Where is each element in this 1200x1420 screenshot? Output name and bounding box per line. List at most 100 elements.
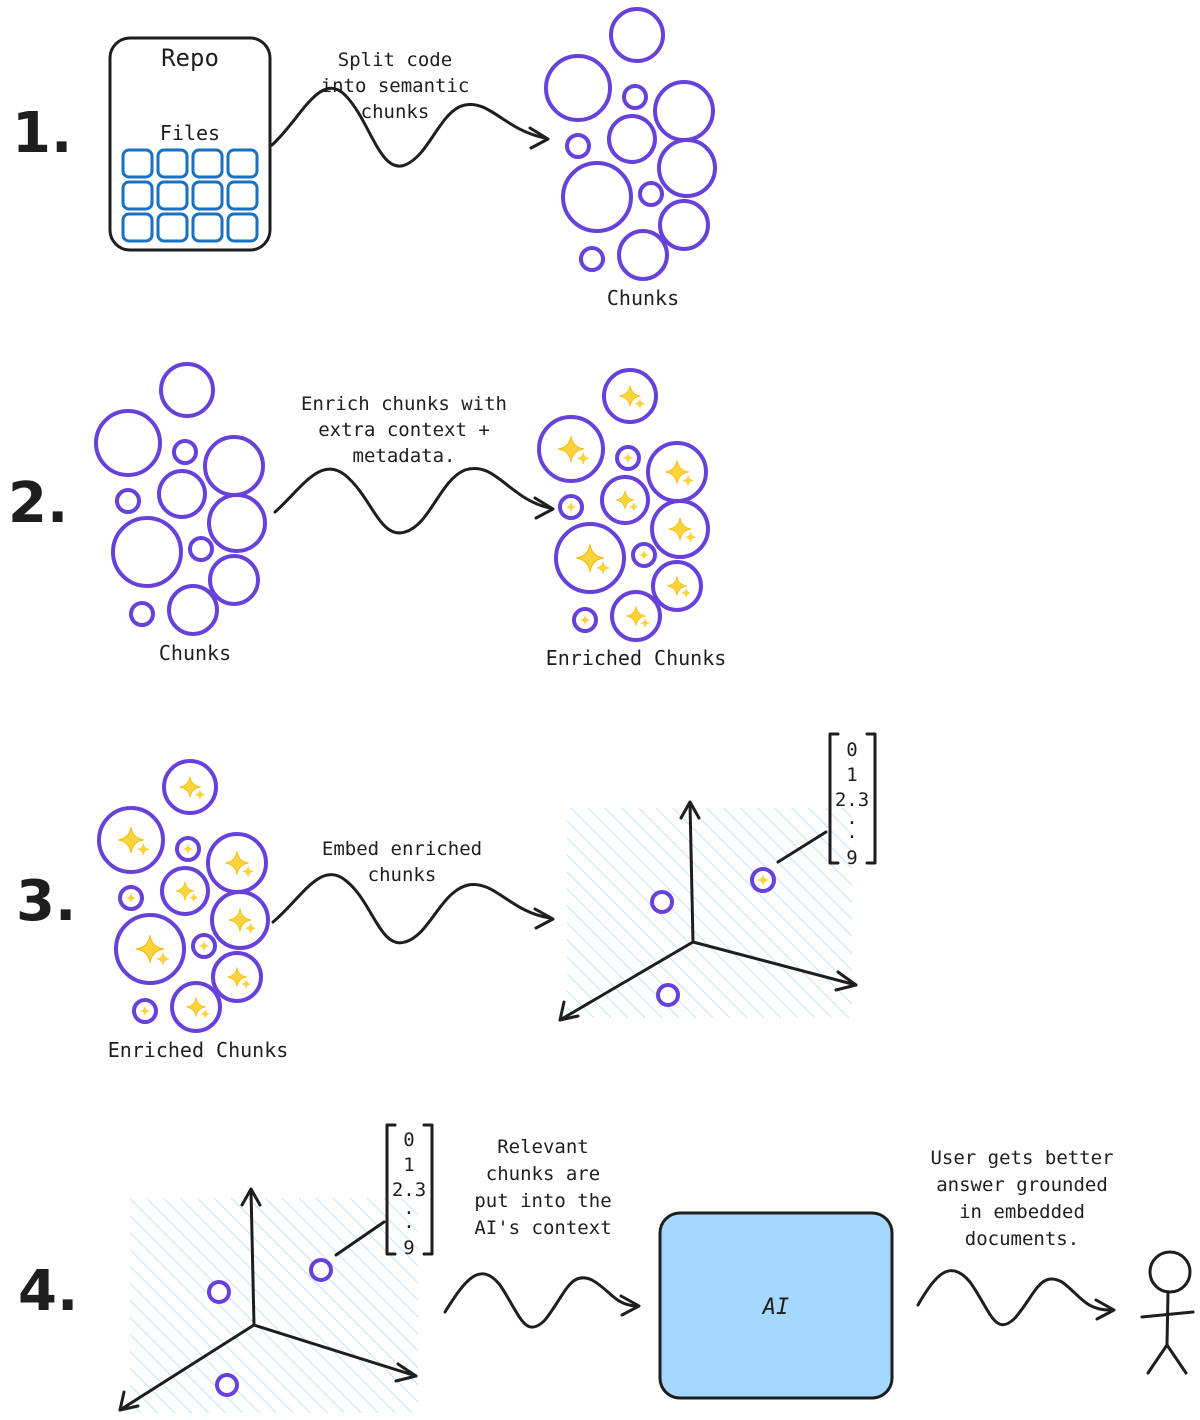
chunk-circle xyxy=(129,601,155,627)
svg-text:metadata.: metadata. xyxy=(353,445,456,467)
chunk-circle xyxy=(167,584,219,636)
vector-value: . xyxy=(846,821,857,843)
file-icon xyxy=(226,148,259,179)
vector-value: 1 xyxy=(846,764,857,786)
embedded-point xyxy=(309,1258,333,1282)
vector-value: 9 xyxy=(403,1237,414,1259)
vector-value: 9 xyxy=(846,847,857,869)
svg-text:chunks: chunks xyxy=(368,864,437,886)
axis-y xyxy=(249,1188,256,1327)
chunk-circle xyxy=(607,114,657,164)
step-1: 1. Repo Files Split code into semantic c… xyxy=(12,7,717,310)
repo-box: Repo Files xyxy=(108,36,272,252)
vector-values: 0 1 2.3.. 9 xyxy=(835,739,869,869)
embedded-point xyxy=(656,983,680,1007)
chunk-circle xyxy=(207,493,267,553)
step-4: 4. 012.3..9 Relevant chunks are put into… xyxy=(18,1123,1195,1413)
svg-text:put into the: put into the xyxy=(474,1190,611,1212)
arrowhead xyxy=(1094,1298,1116,1321)
svg-text:chunks: chunks xyxy=(361,101,430,123)
vector-value: 2.3 xyxy=(835,789,869,811)
embedding-space xyxy=(118,1187,418,1413)
vector-pointer xyxy=(776,830,828,864)
svg-text:Split code: Split code xyxy=(338,49,452,71)
enriched-chunks-label: Enriched Chunks xyxy=(108,1038,289,1062)
file-icon xyxy=(121,148,154,179)
chunk-circle xyxy=(622,84,648,110)
svg-text:Embed enriched: Embed enriched xyxy=(322,838,482,860)
chunk-circle xyxy=(203,435,265,497)
chunk-circle xyxy=(653,80,715,142)
file-icon xyxy=(156,212,189,243)
ai-label: AI xyxy=(761,1295,790,1320)
arrowhead xyxy=(240,1187,262,1207)
chunk-circle xyxy=(561,161,633,233)
vector-value: . xyxy=(403,1211,414,1233)
chunk-circle xyxy=(658,199,710,251)
chunk-circle xyxy=(638,181,664,207)
svg-text:into semantic: into semantic xyxy=(321,75,470,97)
arrow-answer xyxy=(916,1269,1112,1327)
vector-value: 0 xyxy=(846,739,857,761)
repo-title: Repo xyxy=(161,44,219,72)
file-icon xyxy=(191,180,224,211)
vector-values: 012.3..9 xyxy=(392,1129,426,1259)
chunk-circle xyxy=(188,536,214,562)
embedded-point xyxy=(215,1373,239,1397)
vector-bracket: 0 1 2.3.. 9 xyxy=(828,732,877,869)
caption-split: Split code into semantic chunks xyxy=(321,49,470,123)
person-icon xyxy=(1140,1250,1195,1375)
chunk-circle xyxy=(565,133,591,159)
chunk-cluster xyxy=(544,7,717,281)
axis-y xyxy=(688,801,695,944)
arrow-embed xyxy=(271,873,552,945)
vector-space-hatch xyxy=(130,1198,418,1413)
svg-text:documents.: documents. xyxy=(965,1228,1079,1250)
arrowhead xyxy=(679,800,701,820)
file-icon xyxy=(156,148,189,179)
svg-text:User gets better: User gets better xyxy=(930,1147,1113,1169)
axis-x xyxy=(691,940,858,987)
chunk-circle xyxy=(579,246,605,272)
file-grid xyxy=(121,148,259,243)
enriched-chunk-cluster xyxy=(97,759,270,1033)
vector-space-hatch xyxy=(567,808,852,1018)
arrow-enrich xyxy=(273,466,552,535)
vector-bracket: 012.3..9 xyxy=(385,1123,434,1259)
chunk-circle xyxy=(544,54,612,122)
step-number: 1. xyxy=(12,101,72,166)
axis-z xyxy=(118,1323,256,1412)
arrowhead xyxy=(533,907,555,930)
arrowhead xyxy=(118,1390,140,1412)
vector-value: . xyxy=(403,1197,414,1219)
chunk-circle xyxy=(617,229,669,281)
files-label: Files xyxy=(160,121,220,145)
step-number: 2. xyxy=(8,471,68,536)
vector-value: 0 xyxy=(403,1129,414,1151)
enriched-chunk-cluster xyxy=(537,368,710,642)
svg-text:Enrich chunks with: Enrich chunks with xyxy=(301,393,507,415)
chunks-label: Chunks xyxy=(159,641,231,665)
chunk-circle xyxy=(609,7,665,63)
step-number: 3. xyxy=(16,869,76,934)
svg-text:answer grounded: answer grounded xyxy=(936,1174,1108,1196)
arrowhead xyxy=(394,1362,418,1383)
arrow-split xyxy=(270,86,547,168)
file-icon xyxy=(191,212,224,243)
svg-text:Relevant: Relevant xyxy=(497,1136,589,1158)
arrow-retrieve xyxy=(443,1272,638,1329)
embedding-space xyxy=(558,800,858,1022)
vector-value: 1 xyxy=(403,1154,414,1176)
chunk-cluster xyxy=(94,362,267,636)
chunks-label: Chunks xyxy=(607,286,679,310)
svg-text:chunks are: chunks are xyxy=(486,1163,600,1185)
arrowhead xyxy=(558,1000,580,1022)
vector-value: . xyxy=(846,807,857,829)
embedded-point xyxy=(207,1280,231,1304)
file-icon xyxy=(226,180,259,211)
file-icon xyxy=(121,212,154,243)
axis-z xyxy=(558,940,695,1022)
chunk-circle xyxy=(657,138,717,198)
caption-enrich: Enrich chunks with extra context + metad… xyxy=(301,393,507,467)
